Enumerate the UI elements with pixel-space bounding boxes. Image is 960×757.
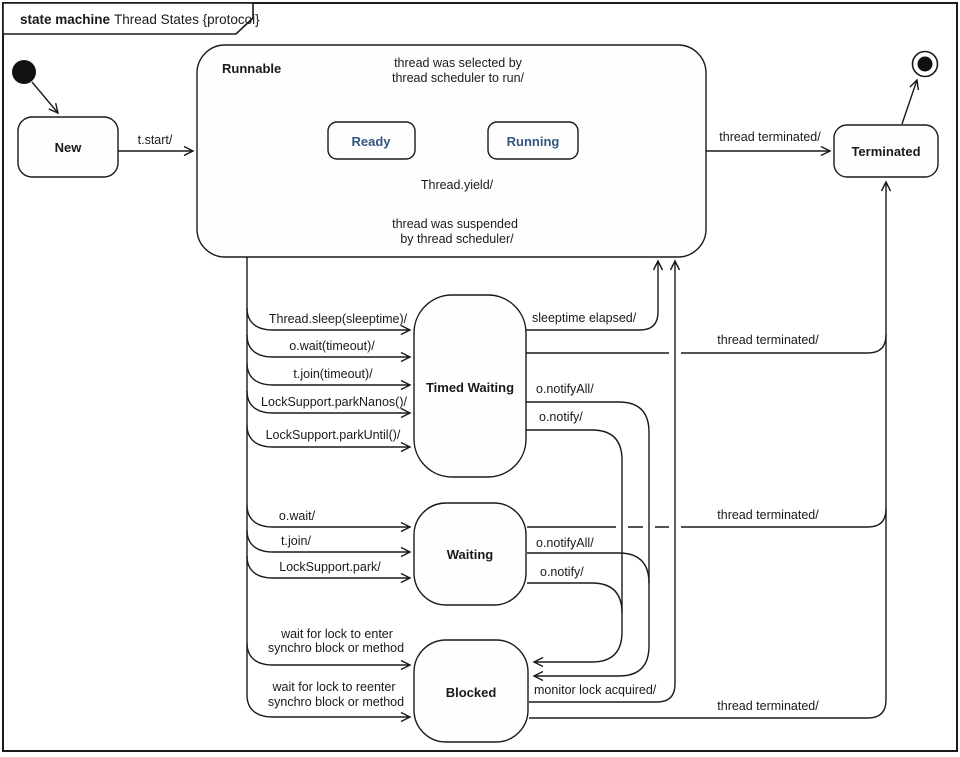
transition-sleep	[246, 307, 412, 336]
label-notify-tw: o.notify/	[539, 410, 583, 424]
label-selected-line1: thread was selected by	[394, 56, 523, 70]
label-sleeptime-elapsed: sleeptime elapsed/	[532, 311, 637, 325]
label-enter-line1: wait for lock to enter	[280, 627, 393, 641]
transition-park-nanos	[246, 390, 412, 419]
label-join-timeout: t.join(timeout)/	[293, 367, 373, 381]
transition-join-timeout	[246, 362, 412, 391]
state-blocked-label: Blocked	[446, 685, 497, 700]
transition-t-join	[246, 529, 412, 558]
state-terminated[interactable]: Terminated	[833, 124, 939, 178]
label-terminated-from-timed-waiting: thread terminated/	[717, 333, 819, 347]
label-notify-all-w: o.notifyAll/	[536, 536, 594, 550]
initial-state-icon	[12, 60, 36, 84]
state-blocked[interactable]: Blocked	[413, 639, 529, 743]
label-park: LockSupport.park/	[279, 560, 381, 574]
transition-terminated-from-timed-waiting	[526, 334, 887, 354]
state-timed-waiting[interactable]: Timed Waiting	[413, 294, 527, 478]
label-reenter-line1: wait for lock to reenter	[272, 680, 396, 694]
label-t-join: t.join/	[281, 534, 311, 548]
transition-notify-w-to-blocked	[527, 582, 623, 614]
label-wait-timeout: o.wait(timeout)/	[289, 339, 375, 353]
label-notify-all-tw: o.notifyAll/	[536, 382, 594, 396]
transition-terminated-to-final	[901, 78, 920, 125]
transition-sleeptime-elapsed	[526, 259, 664, 331]
diagram-title-tab	[2, 2, 254, 35]
transition-terminated-from-waiting	[527, 508, 887, 528]
state-runnable[interactable]: Runnable	[196, 44, 707, 258]
state-ready-label: Ready	[351, 134, 391, 149]
label-park-nanos: LockSupport.parkNanos()/	[261, 395, 407, 409]
label-suspended-line1: thread was suspended	[392, 217, 518, 231]
label-o-wait: o.wait/	[279, 509, 316, 523]
label-park-until: LockSupport.parkUntil()/	[266, 428, 401, 442]
state-timed-waiting-label: Timed Waiting	[426, 380, 514, 395]
label-t-start: t.start/	[138, 133, 173, 147]
state-new[interactable]: New	[17, 116, 119, 178]
state-new-label: New	[55, 140, 83, 155]
label-terminated-from-waiting: thread terminated/	[717, 508, 819, 522]
transition-notify-all-w-to-blocked	[527, 552, 650, 584]
transition-wait-timeout	[246, 334, 412, 363]
state-waiting[interactable]: Waiting	[413, 502, 527, 606]
state-running-label: Running	[507, 134, 560, 149]
transition-initial-to-new	[31, 81, 60, 115]
transition-wait-for-lock-reenter	[246, 694, 412, 723]
transition-o-wait	[246, 504, 412, 533]
label-terminated-from-runnable: thread terminated/	[719, 130, 821, 144]
transition-park-until	[246, 424, 412, 453]
state-ready[interactable]: Ready	[327, 121, 416, 160]
label-reenter-line2: synchro block or method	[268, 695, 404, 709]
state-running[interactable]: Running	[487, 121, 579, 160]
label-suspended-line2: by thread scheduler/	[400, 232, 514, 246]
label-enter-line2: synchro block or method	[268, 641, 404, 655]
label-yield: Thread.yield/	[421, 178, 494, 192]
label-sleep: Thread.sleep(sleeptime)/	[269, 312, 408, 326]
final-state-icon	[911, 50, 939, 78]
label-notify-w: o.notify/	[540, 565, 584, 579]
transition-terminated-from-blocked	[529, 180, 892, 719]
label-terminated-from-blocked: thread terminated/	[717, 699, 819, 713]
label-monitor-acquired: monitor lock acquired/	[534, 683, 657, 697]
label-selected-line2: thread scheduler to run/	[392, 71, 525, 85]
state-terminated-label: Terminated	[851, 144, 920, 159]
transition-notify-tw-to-blocked	[526, 429, 623, 668]
state-waiting-label: Waiting	[447, 547, 494, 562]
transition-wait-for-lock-enter	[246, 642, 412, 671]
transition-monitor-lock-acquired	[529, 259, 681, 703]
transition-notify-all-tw-to-blocked	[526, 401, 650, 682]
transition-park	[246, 555, 412, 584]
state-runnable-label: Runnable	[222, 61, 281, 76]
